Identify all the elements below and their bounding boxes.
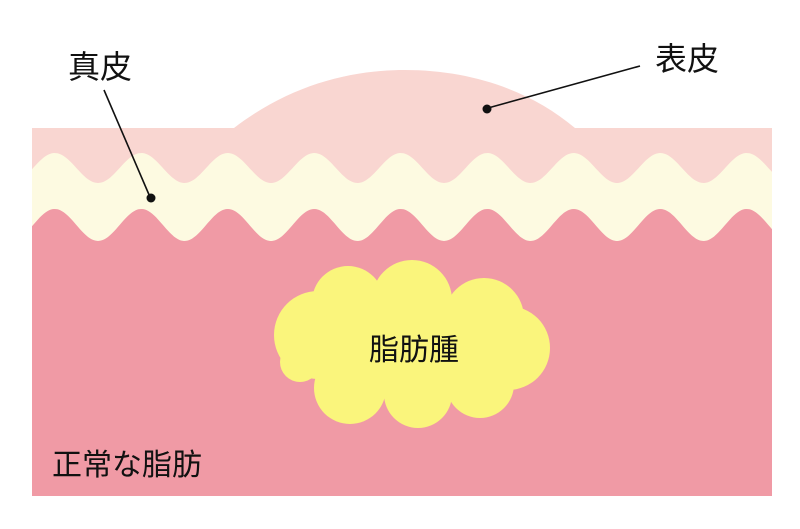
epidermis-leader-dot [482,104,492,114]
dermis-leader-line [103,89,151,198]
lipoma-label: 脂肪腫 [369,333,459,368]
lipoma-mass [274,260,550,428]
epidermis-leader-line [487,65,641,109]
dermis-label: 真皮 [68,48,132,86]
dermis-layer [32,153,772,241]
epidermis-label: 表皮 [655,40,719,78]
normal-fat-label: 正常な脂肪 [52,448,202,483]
dermis-leader-dot [146,193,156,203]
